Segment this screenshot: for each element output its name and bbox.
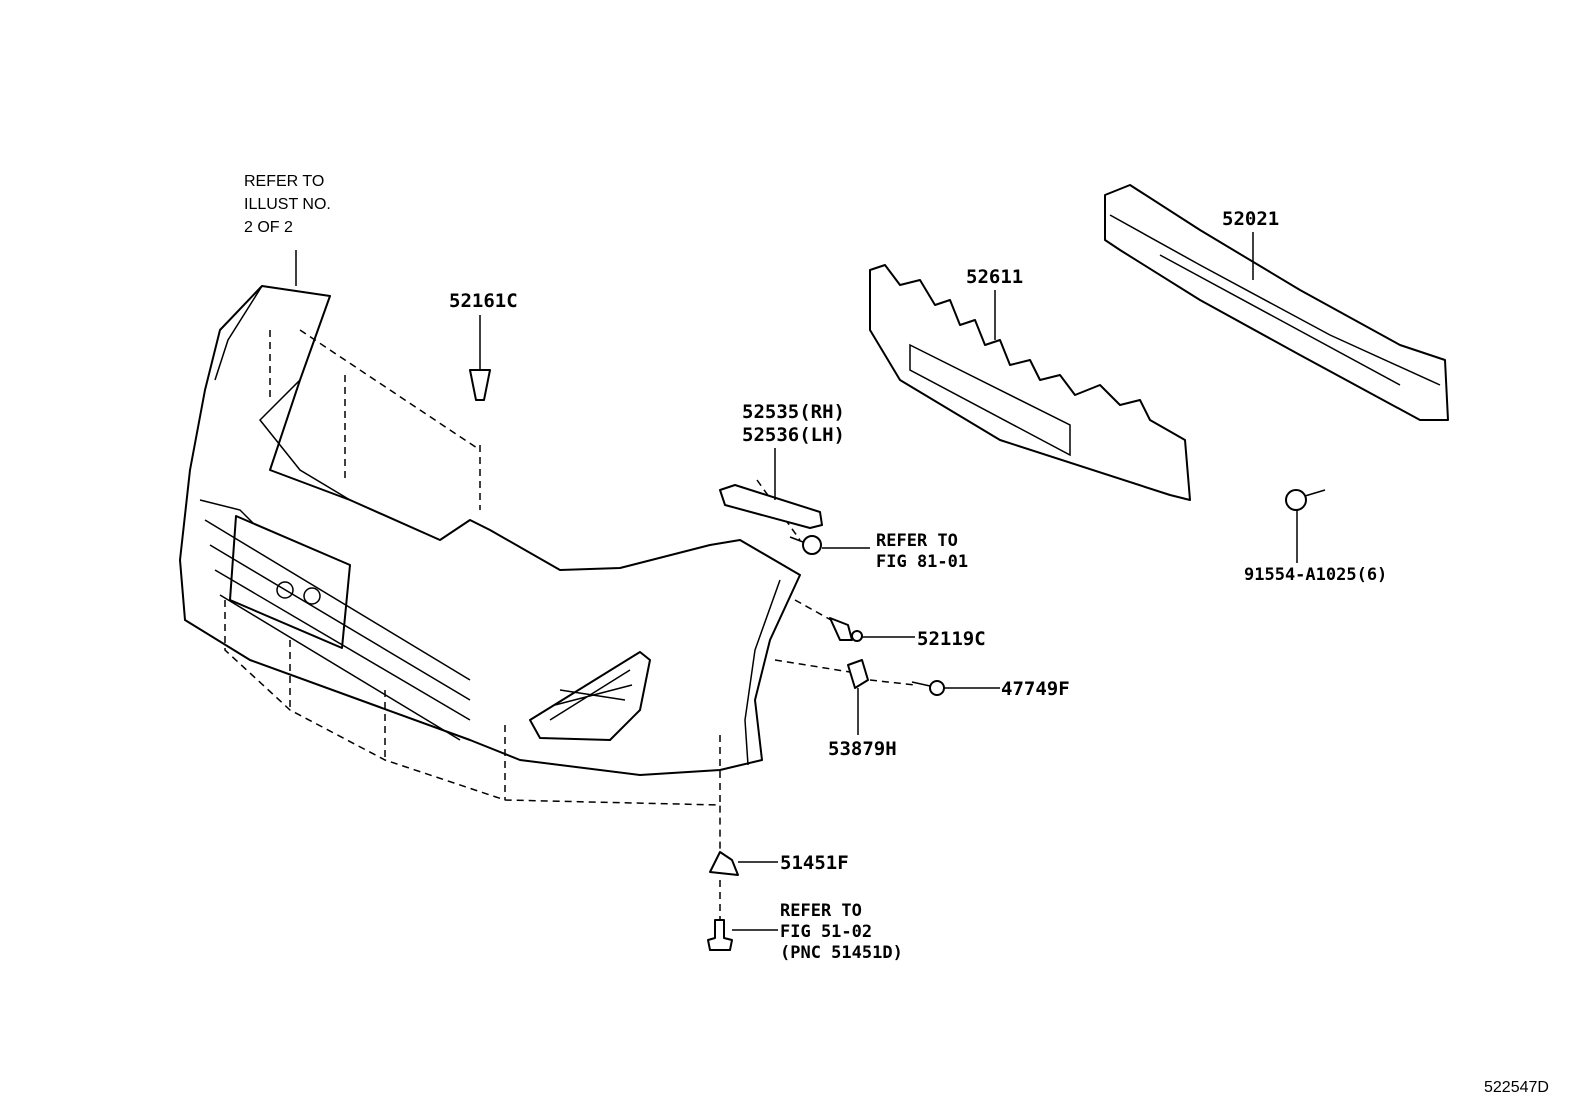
part-label-52021[interactable]: 52021	[1222, 208, 1279, 230]
part-label-47749F[interactable]: 47749F	[1001, 678, 1070, 700]
bumper-reinforcement	[1104, 184, 1449, 421]
part-label-52536[interactable]: 52536(LH)	[742, 424, 845, 446]
clip-52119C	[829, 617, 863, 642]
refer-note-line3: 2 OF 2	[244, 219, 293, 236]
screw-91554	[1285, 489, 1326, 511]
refer-fig81-line2[interactable]: FIG 81-01	[876, 552, 968, 572]
part-label-52535[interactable]: 52535(RH)	[742, 401, 845, 423]
refer-fig81-line1: REFER TO	[876, 531, 958, 551]
refer-fig51-line3: (PNC 51451D)	[780, 943, 903, 963]
bolt-fig51	[707, 919, 733, 951]
license-plate-bracket	[229, 515, 351, 649]
refer-note-line1: REFER TO	[244, 173, 324, 190]
part-label-52161C[interactable]: 52161C	[449, 290, 518, 312]
part-label-91554[interactable]: 91554-A1025(6)	[1244, 565, 1387, 585]
clip-52161C	[469, 369, 491, 401]
figure-code: 522547D	[1484, 1079, 1549, 1096]
part-label-52119C[interactable]: 52119C	[917, 628, 986, 650]
nut-51451F	[709, 851, 739, 876]
refer-fig51-line1: REFER TO	[780, 901, 862, 921]
part-label-51451F[interactable]: 51451F	[780, 852, 849, 874]
bolt-fig81	[789, 535, 822, 555]
energy-absorber	[869, 264, 1191, 501]
part-label-53879H[interactable]: 53879H	[828, 738, 897, 760]
refer-fig51-line2[interactable]: FIG 51-02	[780, 922, 872, 942]
screw-47749F	[911, 680, 945, 696]
nut-53879H	[847, 659, 869, 689]
retainer-52535	[719, 484, 823, 529]
part-label-52611[interactable]: 52611	[966, 266, 1023, 288]
front-bumper-cover	[179, 285, 801, 776]
refer-note-line2: ILLUST NO.	[244, 196, 331, 213]
